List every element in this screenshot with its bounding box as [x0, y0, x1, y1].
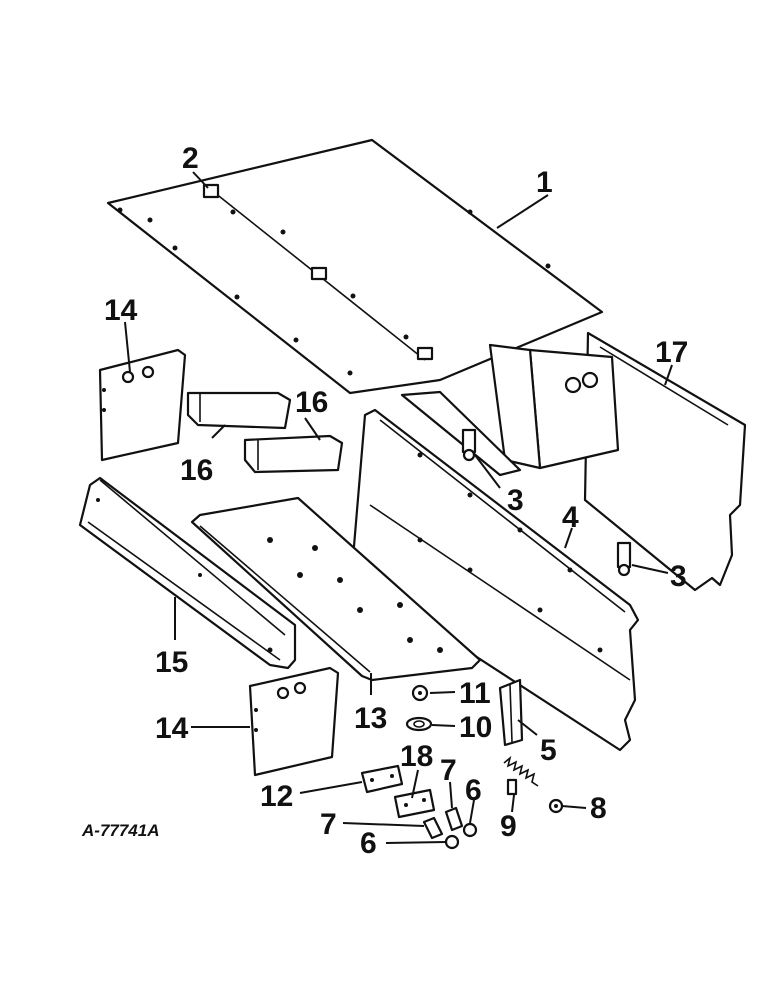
part-nut-8: [548, 798, 564, 814]
callout-label-7b: 7: [320, 808, 337, 841]
leader-lines: [124, 171, 673, 844]
part-clip: [405, 716, 433, 732]
callout-label-18: 18: [400, 740, 433, 773]
part-washer: [411, 684, 429, 702]
callout-label-1: 1: [536, 166, 553, 199]
callout-label-11: 11: [459, 677, 491, 710]
part-bolt-upper: [444, 806, 464, 832]
callout-label-12: 12: [260, 780, 293, 813]
callout-label-6a: 6: [465, 774, 482, 807]
part-top-cover-panel: [106, 138, 604, 395]
part-nut-upper: [462, 822, 478, 838]
part-nut-lower: [444, 834, 460, 850]
part-small-bracket: [498, 678, 524, 747]
callout-label-16b: 16: [295, 386, 328, 419]
callout-label-15: 15: [155, 646, 188, 679]
part-latch-lower: [616, 541, 632, 577]
callout-label-5: 5: [540, 734, 557, 767]
part-bolt-lower: [422, 816, 444, 840]
part-side-plate-upper: [98, 348, 187, 462]
part-plate-18: [393, 788, 436, 819]
callout-label-14b: 14: [155, 712, 189, 745]
part-latch-upper: [461, 428, 477, 462]
callout-label-10: 10: [459, 711, 492, 744]
callout-label-3a: 3: [507, 484, 524, 517]
callout-label-13: 13: [354, 702, 387, 735]
part-side-plate-lower: [248, 666, 340, 777]
callout-label-7a: 7: [440, 754, 457, 787]
reference-code: A-77741A: [81, 821, 160, 840]
callout-label-6b: 6: [360, 827, 377, 860]
callout-label-14a: 14: [104, 294, 138, 327]
part-right-side-panel: [488, 331, 747, 592]
callout-label-16a: 16: [180, 454, 213, 487]
part-plate-12: [360, 764, 404, 794]
callout-label-17: 17: [655, 336, 688, 369]
part-bracket-lower: [243, 434, 344, 474]
callout-label-4: 4: [562, 501, 579, 534]
part-angle-channel: [78, 476, 297, 670]
callout-label-3b: 3: [670, 560, 687, 593]
callout-label-9: 9: [500, 810, 517, 843]
part-bracket-upper: [186, 391, 292, 430]
callout-label-2: 2: [182, 142, 199, 175]
part-floor-plate: [190, 496, 482, 682]
callout-label-8: 8: [590, 792, 607, 825]
part-spring: [503, 755, 539, 796]
